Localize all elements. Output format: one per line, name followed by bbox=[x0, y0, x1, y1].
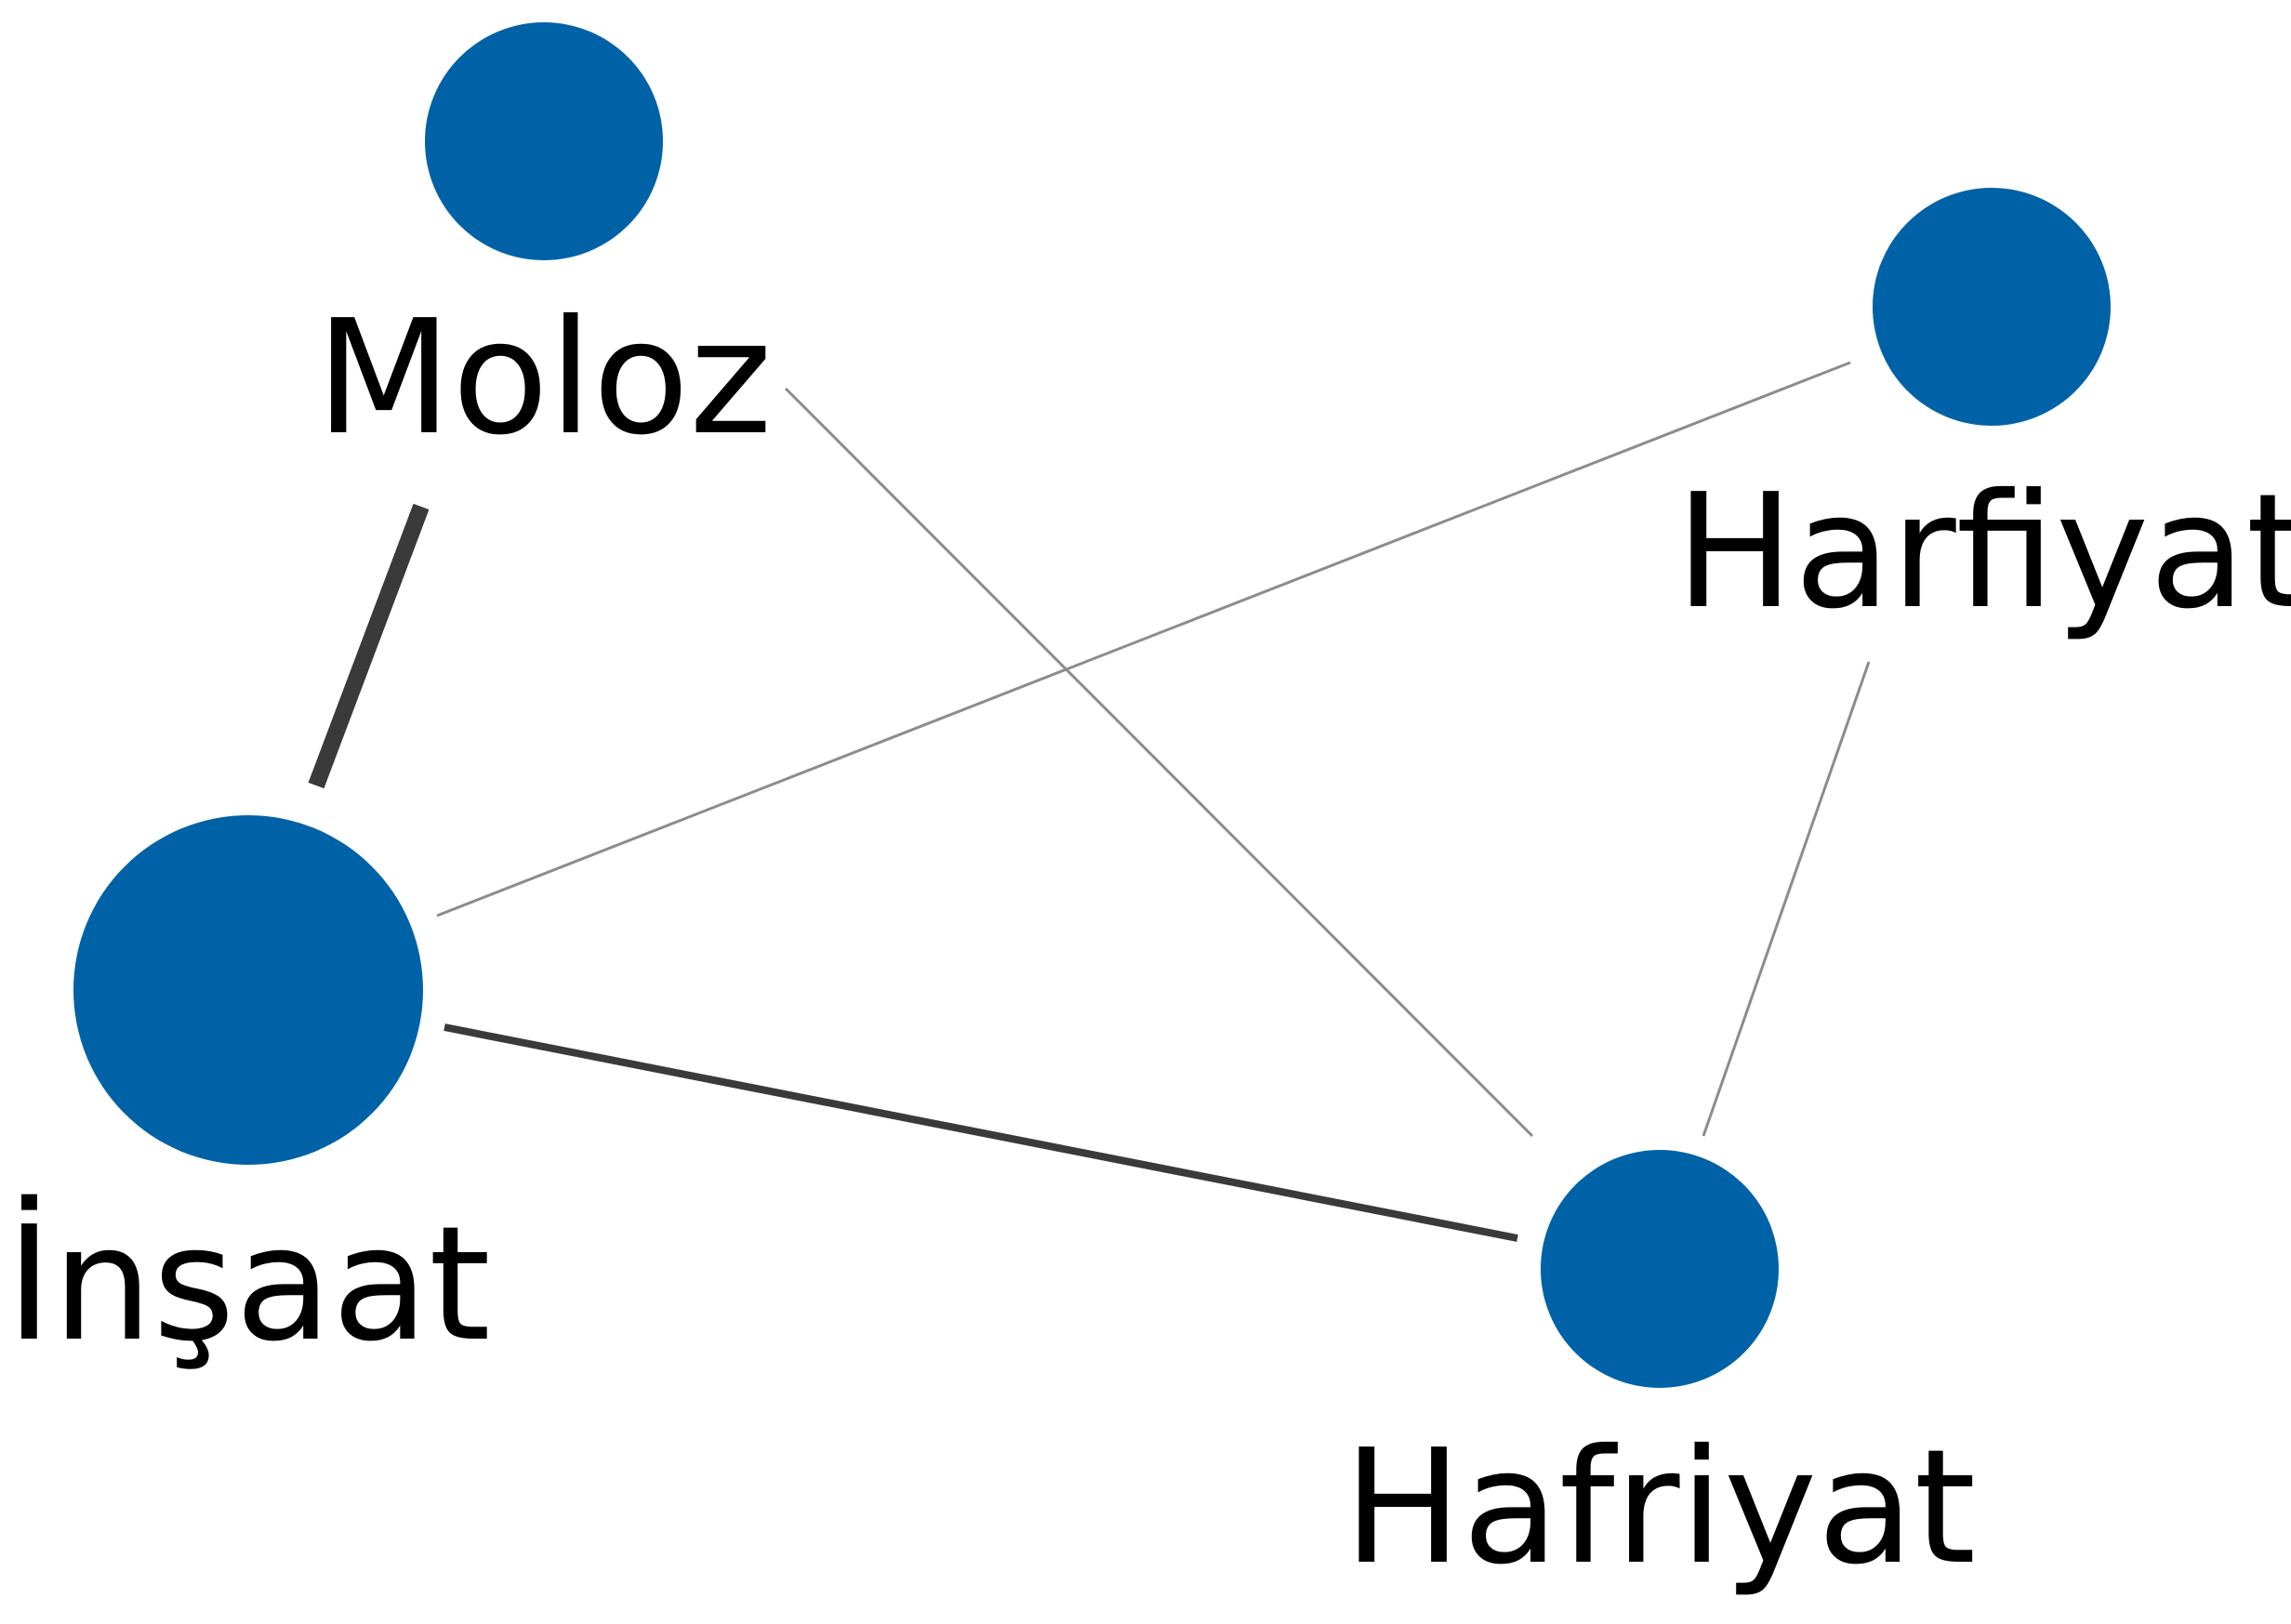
node-hafriyat[interactable] bbox=[1541, 1150, 1779, 1388]
node-label-insaat: İnşaat bbox=[6, 1193, 490, 1377]
edge-moloz-insaat bbox=[308, 503, 430, 789]
node-label-hafriyat: Hafriyat bbox=[1344, 1416, 1976, 1600]
edge-harfiyat-hafriyat bbox=[1702, 661, 1871, 1137]
edge-moloz-hafriyat bbox=[784, 387, 1534, 1138]
node-moloz[interactable] bbox=[425, 22, 663, 260]
node-harfiyat[interactable] bbox=[1873, 188, 2111, 426]
node-label-moloz: Moloz bbox=[315, 286, 772, 470]
node-label-harfiyat: Harfiyat bbox=[1675, 460, 2291, 644]
node-insaat[interactable] bbox=[73, 815, 423, 1165]
edge-insaat-harfiyat bbox=[436, 361, 1851, 918]
edge-insaat-hafriyat bbox=[444, 1023, 1518, 1242]
